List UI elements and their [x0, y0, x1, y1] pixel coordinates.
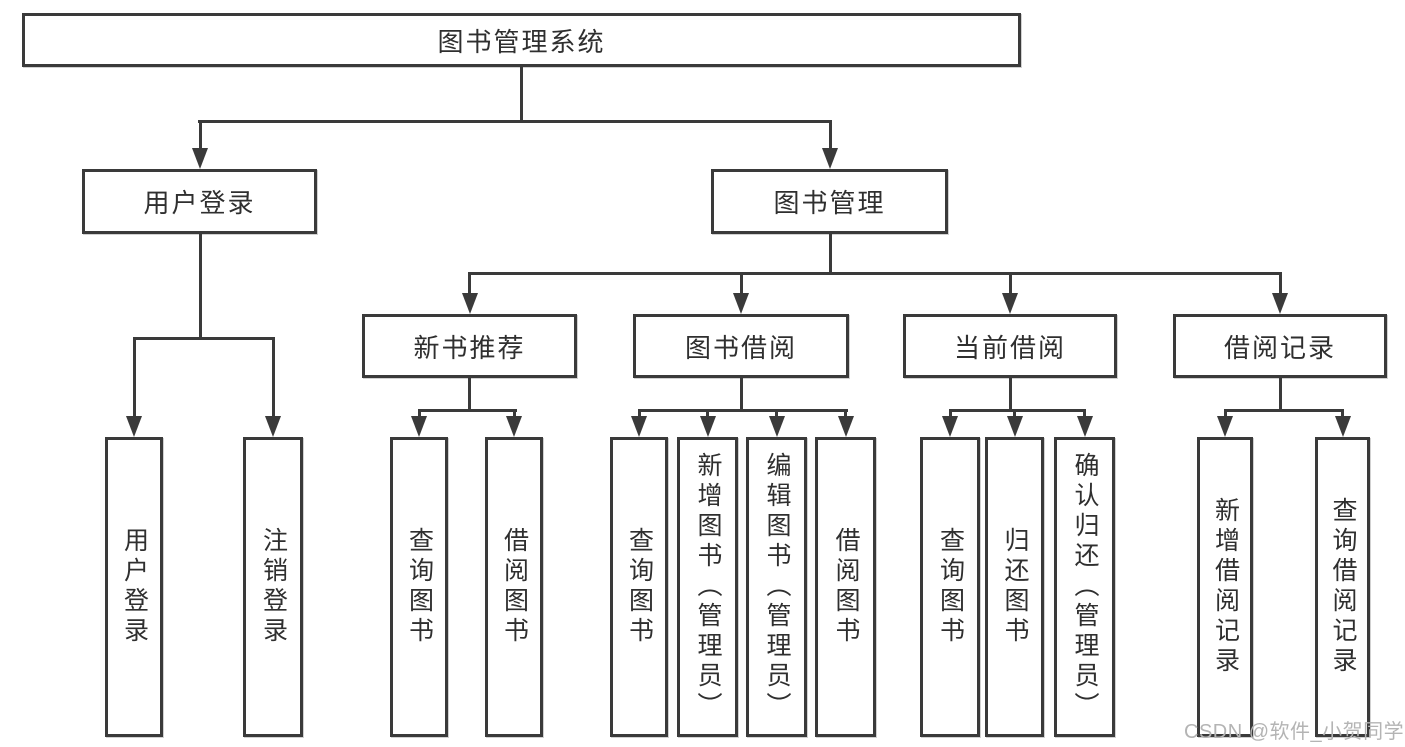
edge-drop-confirm-return-admin [1083, 409, 1086, 419]
arrowhead-borrow-books-recommend [506, 416, 522, 437]
arrowhead-query-books-recommend [411, 416, 427, 437]
edge-drop-edit-book-admin [775, 409, 778, 419]
arrowhead-query-borrow-record [1335, 416, 1351, 437]
node-new-book-recommend: 新书推荐 [362, 314, 577, 378]
node-label: 编辑图书（管理员） [763, 452, 791, 722]
leaf-query-borrow-record: 查询借阅记录 [1315, 437, 1370, 737]
arrowhead-leaf-user-login [126, 416, 142, 437]
edge-user-login-stem [199, 234, 202, 340]
edge-book-borrowing-stem [740, 378, 743, 412]
arrowhead-borrowing-records [1272, 293, 1288, 314]
leaf-return-book: 归还图书 [985, 437, 1044, 737]
edge-drop-return-book [1013, 409, 1016, 419]
leaf-logout: 注销登录 [243, 437, 303, 737]
edge-drop-borrowing-records [1279, 272, 1282, 295]
node-label: 查询借阅记录 [1329, 497, 1357, 677]
leaf-add-borrow-record: 新增借阅记录 [1197, 437, 1253, 737]
node-label: 图书管理系统 [437, 26, 606, 57]
edge-drop-query-books-current [949, 409, 952, 419]
edge-drop-query-books-recommend [418, 409, 421, 419]
node-book-management: 图书管理 [711, 169, 948, 234]
edge-drop-book-management [829, 120, 832, 150]
node-current-borrowing: 当前借阅 [903, 314, 1117, 378]
edge-drop-leaf-user-login [133, 337, 136, 418]
node-label: 用户登录 [143, 188, 256, 218]
edge-drop-user-login [199, 120, 202, 150]
node-label: 借阅图书 [832, 527, 860, 647]
edge-borrowing-records-branch [1224, 409, 1344, 412]
edge-drop-query-books-borrowing [638, 409, 641, 419]
arrowhead-add-book-admin [700, 416, 716, 437]
edge-user-login-branch [133, 337, 275, 340]
edge-book-borrowing-branch [638, 409, 848, 412]
node-borrowing-records: 借阅记录 [1173, 314, 1387, 378]
node-label: 当前借阅 [953, 332, 1066, 363]
edge-current-borrowing-stem [1009, 378, 1012, 412]
node-label: 新书推荐 [413, 332, 526, 363]
arrowhead-return-book [1007, 416, 1023, 437]
arrowhead-query-books-borrowing [631, 416, 647, 437]
edge-new-book-recommend-stem [468, 378, 471, 412]
node-label: 新增图书（管理员） [694, 452, 722, 722]
edge-borrowing-records-stem [1279, 378, 1282, 412]
edge-drop-book-borrowing [740, 272, 743, 295]
edge-new-book-recommend-branch [418, 409, 517, 412]
node-label: 查询图书 [936, 527, 965, 647]
edge-drop-new-book-recommend [468, 272, 471, 295]
node-root-system: 图书管理系统 [22, 13, 1021, 67]
leaf-query-books-borrowing: 查询图书 [610, 437, 668, 737]
node-book-borrowing: 图书借阅 [633, 314, 849, 378]
node-label: 归还图书 [1001, 527, 1029, 647]
edge-root-stem [520, 66, 523, 122]
leaf-query-books-current: 查询图书 [920, 437, 980, 737]
leaf-query-books-recommend: 查询图书 [390, 437, 448, 737]
leaf-borrow-books-recommend: 借阅图书 [485, 437, 543, 737]
arrowhead-new-book-recommend [462, 293, 478, 314]
arrowhead-borrow-books [838, 416, 854, 437]
edge-root-branch [198, 120, 832, 123]
leaf-user-login: 用户登录 [105, 437, 163, 737]
leaf-add-book-admin: 新增图书（管理员） [677, 437, 738, 737]
node-label: 查询图书 [405, 527, 434, 647]
node-label: 查询图书 [625, 527, 654, 647]
leaf-edit-book-admin: 编辑图书（管理员） [746, 437, 807, 737]
node-label: 确认归还（管理员） [1071, 452, 1099, 722]
leaf-borrow-books: 借阅图书 [815, 437, 876, 737]
arrowhead-edit-book-admin [769, 416, 785, 437]
arrowhead-book-borrowing [733, 293, 749, 314]
edge-book-management-branch [468, 272, 1282, 275]
edge-drop-add-borrow-record [1224, 409, 1227, 419]
arrowhead-user-login [192, 148, 208, 169]
arrowhead-add-borrow-record [1217, 416, 1233, 437]
arrowhead-query-books-current [942, 416, 958, 437]
arrowhead-book-management [822, 148, 838, 169]
edge-drop-leaf-logout [272, 337, 275, 418]
edge-drop-borrow-books-recommend [513, 409, 516, 419]
edge-drop-borrow-books [844, 409, 847, 419]
csdn-watermark: CSDN @软件_小贺同学 [1184, 721, 1405, 743]
node-label: 新增借阅记录 [1211, 497, 1240, 677]
node-label: 图书借阅 [684, 332, 797, 363]
arrowhead-leaf-logout [265, 416, 281, 437]
node-label: 注销登录 [259, 527, 288, 647]
edge-book-management-stem [829, 234, 832, 275]
node-label: 借阅图书 [500, 527, 529, 647]
arrowhead-current-borrowing [1002, 293, 1018, 314]
edge-drop-query-borrow-record [1341, 409, 1344, 419]
node-label: 图书管理 [773, 188, 886, 218]
node-user-login: 用户登录 [82, 169, 317, 234]
node-label: 借阅记录 [1223, 332, 1336, 363]
edge-drop-add-book-admin [706, 409, 709, 419]
leaf-confirm-return-admin: 确认归还（管理员） [1054, 437, 1115, 737]
arrowhead-confirm-return-admin [1077, 416, 1093, 437]
edge-current-borrowing-branch [949, 409, 1086, 412]
node-label: 用户登录 [120, 527, 149, 647]
edge-drop-current-borrowing [1009, 272, 1012, 295]
